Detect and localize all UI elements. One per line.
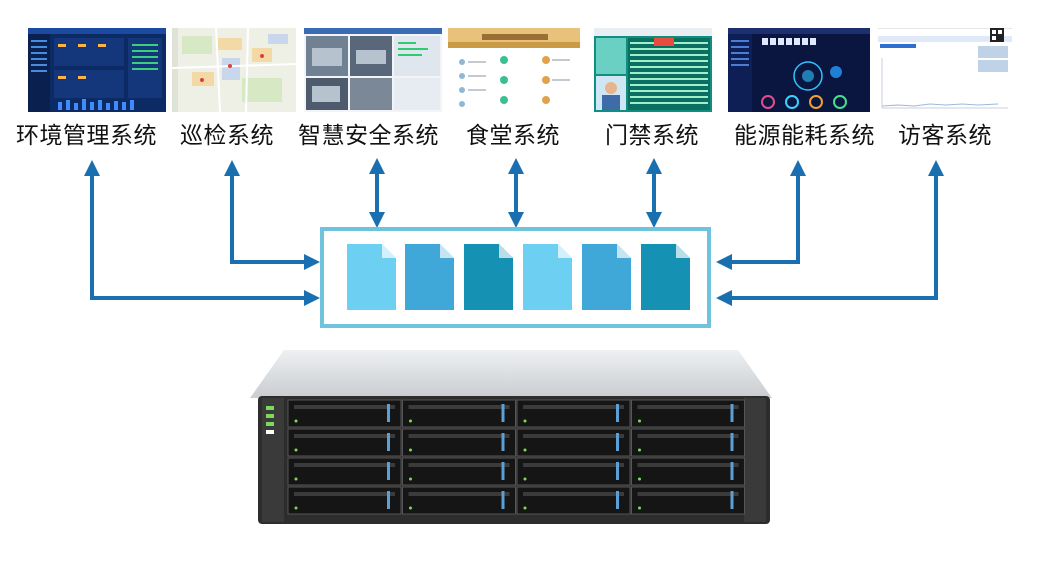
drive-bay xyxy=(631,457,745,486)
patrol-system-screenshot xyxy=(172,28,296,112)
arrow-patrol xyxy=(224,160,320,270)
drive-bay-status-dot xyxy=(409,506,412,510)
smart-security-system-screenshot xyxy=(304,28,442,112)
drive-bay-led xyxy=(387,433,390,451)
drive-bay-status-dot xyxy=(294,477,298,481)
drive-bay-status-dot xyxy=(294,506,298,510)
energy-consumption-system-screenshot xyxy=(728,28,870,112)
drive-bay-led xyxy=(501,433,505,451)
drive-bay-status-dot xyxy=(409,448,412,452)
drive-bay xyxy=(516,486,631,515)
document-icon xyxy=(464,244,513,310)
drive-bay xyxy=(287,486,402,515)
drive-bay-led xyxy=(501,491,505,509)
drive-bay-handle xyxy=(408,434,510,438)
drive-bay xyxy=(287,399,402,428)
drive-bay xyxy=(402,399,516,428)
drive-bay-led xyxy=(616,433,619,451)
drive-bay xyxy=(631,399,745,428)
document-icon xyxy=(582,244,631,310)
visitor-system-screenshot xyxy=(878,28,1012,112)
environment-system-screenshot xyxy=(28,28,166,112)
drive-bay-led xyxy=(730,433,734,451)
drive-bay-handle xyxy=(408,463,510,467)
drive-bay-status-dot xyxy=(638,448,641,452)
drive-bay-led xyxy=(730,462,734,480)
drive-bay-handle xyxy=(523,492,624,496)
drive-bay-handle xyxy=(408,492,510,496)
drive-bay xyxy=(516,457,631,486)
drive-bay-led xyxy=(501,462,505,480)
drive-bay-led xyxy=(387,462,390,480)
drive-bay xyxy=(631,428,745,457)
drive-bay-led xyxy=(501,404,505,422)
document-icon xyxy=(347,244,396,310)
system-label-patrol: 巡检系统 xyxy=(180,123,274,149)
system-label-visitor: 访客系统 xyxy=(898,123,992,149)
drive-bay-status-dot xyxy=(409,419,412,423)
drive-bay-status-dot xyxy=(523,448,527,452)
drive-bay-handle xyxy=(294,405,395,409)
drive-bay-handle xyxy=(637,492,739,496)
drive-bay-status-dot xyxy=(294,419,298,423)
system-label-smart-security: 智慧安全系统 xyxy=(298,123,439,149)
drive-bay-handle xyxy=(637,463,739,467)
drive-bay-led xyxy=(616,404,619,422)
drive-bay-handle xyxy=(408,405,510,409)
drive-bay-led xyxy=(616,491,619,509)
drive-bay-handle xyxy=(523,405,624,409)
drive-bay-led xyxy=(387,491,390,509)
system-label-access-control: 门禁系统 xyxy=(605,123,699,149)
drive-bay-status-dot xyxy=(523,477,527,481)
system-label-energy: 能源能耗系统 xyxy=(734,123,875,149)
drive-bay xyxy=(402,457,516,486)
arrow-energy xyxy=(716,160,806,270)
system-label-canteen: 食堂系统 xyxy=(466,123,560,149)
drive-bay-led xyxy=(730,491,734,509)
drive-bay-handle xyxy=(637,405,739,409)
drive-bay xyxy=(287,457,402,486)
document-icon xyxy=(641,244,690,310)
document-icon-group xyxy=(347,244,690,310)
drive-bay-handle xyxy=(523,463,624,467)
drive-bay-status-dot xyxy=(638,477,641,481)
drive-bay-handle xyxy=(294,463,395,467)
access-control-system-screenshot xyxy=(594,28,712,112)
document-icon xyxy=(523,244,572,310)
drive-bay-status-dot xyxy=(638,419,641,423)
drive-bay-led xyxy=(730,404,734,422)
arrow-visitor xyxy=(716,160,944,306)
system-label-environment: 环境管理系统 xyxy=(16,123,157,149)
drive-bay xyxy=(516,399,631,428)
drive-bay xyxy=(287,428,402,457)
drive-bay-status-dot xyxy=(523,419,527,423)
arrow-environment xyxy=(84,160,320,306)
drive-bay xyxy=(402,486,516,515)
drive-bay xyxy=(516,428,631,457)
drive-bay-status-dot xyxy=(409,477,412,481)
drive-bay-status-dot xyxy=(294,448,298,452)
drive-bay-handle xyxy=(294,434,395,438)
canteen-system-screenshot xyxy=(448,28,580,112)
storage-server-icon xyxy=(250,350,772,524)
drive-bay xyxy=(402,428,516,457)
drive-bay-led xyxy=(616,462,619,480)
drive-bay-handle xyxy=(637,434,739,438)
drive-bay xyxy=(631,486,745,515)
drive-bay-handle xyxy=(294,492,395,496)
drive-bay-led xyxy=(387,404,390,422)
drive-bay-status-dot xyxy=(523,506,527,510)
drive-bay-status-dot xyxy=(638,506,641,510)
drive-bay-handle xyxy=(523,434,624,438)
document-icon xyxy=(405,244,454,310)
